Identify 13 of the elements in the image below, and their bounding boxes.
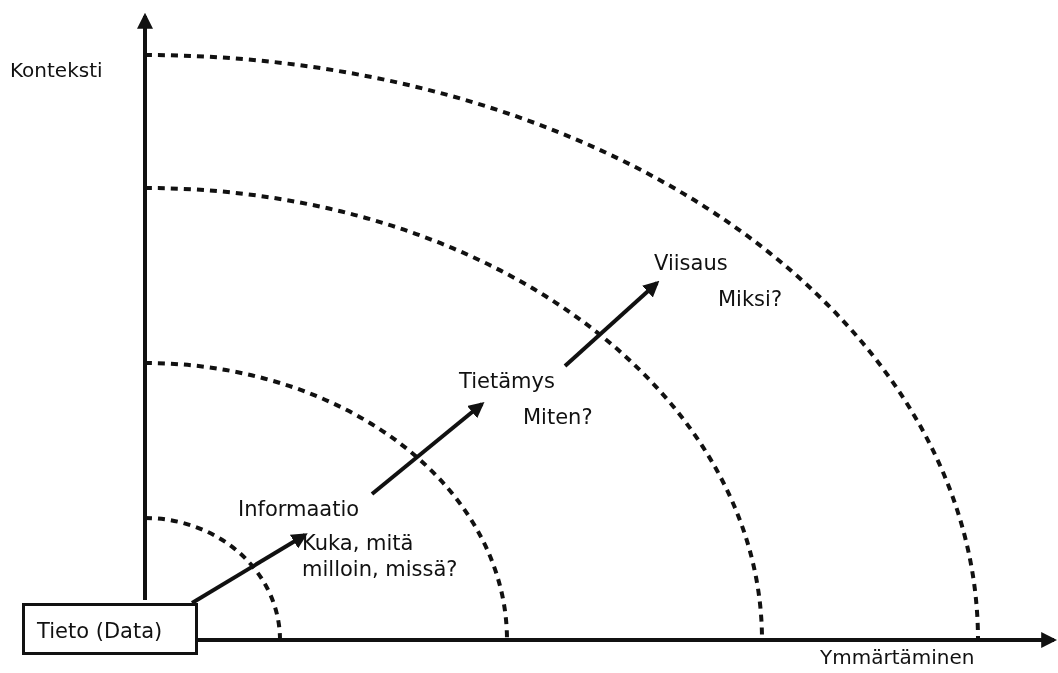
level-title: Informaatio bbox=[238, 496, 360, 522]
level-question: Kuka, mitä milloin, missä? bbox=[302, 530, 459, 582]
level-title: Tietämys bbox=[459, 368, 555, 394]
axis-label: Ymmärtäminen bbox=[820, 645, 975, 669]
axis-label: Konteksti bbox=[10, 58, 103, 82]
level-question: Miten? bbox=[523, 404, 593, 430]
arrow bbox=[563, 280, 660, 368]
level-title: Viisaus bbox=[654, 250, 728, 276]
arrow bbox=[370, 401, 485, 496]
box-text: Tieto (Data) bbox=[37, 618, 163, 644]
level-question: Miksi? bbox=[718, 286, 783, 312]
arrow bbox=[190, 533, 308, 605]
data-box bbox=[22, 603, 198, 655]
